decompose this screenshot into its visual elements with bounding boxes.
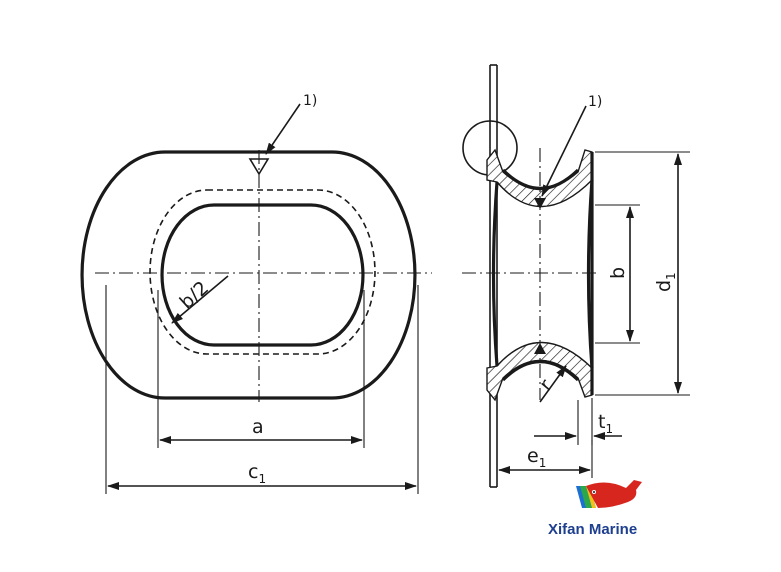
callout-leader-left bbox=[265, 103, 301, 155]
inner-opening bbox=[160, 203, 365, 347]
dim-label-b-half: b/2 bbox=[176, 277, 213, 314]
dim-label-e: e1 bbox=[527, 445, 546, 470]
callout-label-left: 1) bbox=[303, 93, 317, 109]
front-view: 1) b/2 a c1 bbox=[80, 93, 432, 494]
brand-logo: Xifan Marine bbox=[548, 480, 642, 538]
callout-label-right: 1) bbox=[588, 94, 602, 110]
dim-label-a: a bbox=[252, 416, 264, 438]
whale-logo-icon bbox=[576, 480, 642, 508]
outer-contour bbox=[80, 150, 417, 400]
radius-r-leader bbox=[539, 365, 567, 403]
dim-label-d: d1 bbox=[653, 272, 678, 292]
hidden-contour bbox=[149, 189, 376, 355]
radius-b-half-leader bbox=[171, 275, 229, 324]
dim-label-b: b bbox=[607, 267, 629, 279]
section-view: 1) r b d1 t1 e1 bbox=[462, 64, 690, 488]
weld-mark-icon bbox=[248, 158, 270, 176]
dim-label-r: r bbox=[535, 375, 557, 395]
dim-label-c: c1 bbox=[248, 461, 266, 486]
brand-name: Xifan Marine bbox=[548, 521, 637, 538]
callout-leader-right bbox=[541, 105, 587, 197]
dim-label-t: t1 bbox=[598, 411, 613, 436]
